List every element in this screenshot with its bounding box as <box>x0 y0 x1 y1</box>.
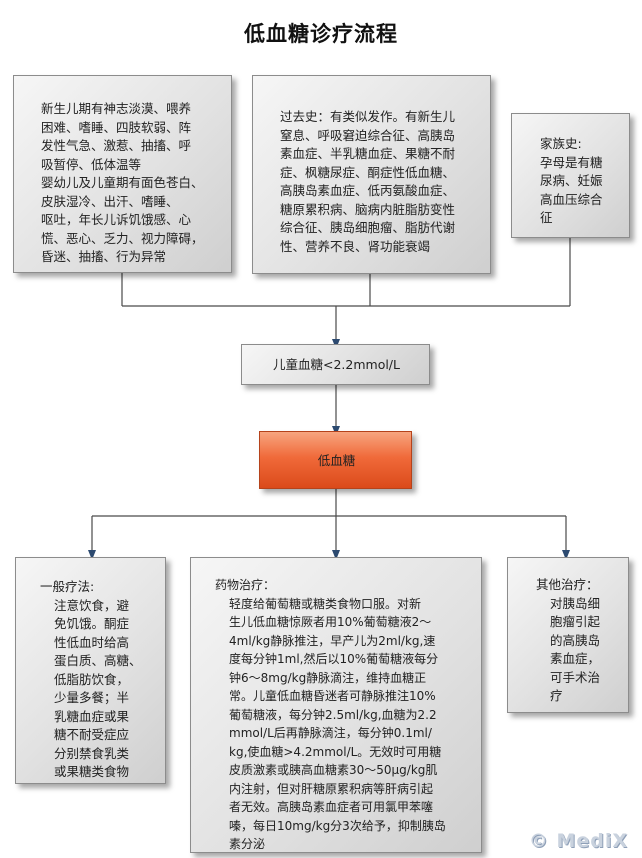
family-line: 孕母是有糖 <box>540 154 603 170</box>
drug-line: kg,使血糖>4.2mmol/L。无效时可用糖 <box>229 744 442 759</box>
family-line: 尿病、妊娠 <box>540 173 603 188</box>
history-box: 过去史：有类似发作。有新生儿 窒息、呼吸窘迫综合征、高胰岛 素血症、半乳糖血症、… <box>252 75 491 274</box>
general-treatment-box: 一般疗法: 注意饮食，避 免饥饿。酮症 性低血时给高 蛋白质、高糖、 低脂肪饮食… <box>15 557 166 784</box>
other-heading: 其他治疗： <box>536 577 599 592</box>
drug-line: 素分泌 <box>229 837 266 851</box>
drug-line: 钟6～8mg/kg静脉滴注，维持血糖正 <box>229 670 427 685</box>
drug-treatment-box: 药物治疗： 轻度给葡萄糖或糖类食物口服。对新 生儿低血糖惊厥者用10%葡萄糖液2… <box>190 557 482 853</box>
family-line: 家族史: <box>540 136 582 151</box>
history-line: 素血症、半乳糖血症、果糖不耐 <box>280 146 456 161</box>
drug-line: 4ml/kg静脉推注，早产儿为2ml/kg,速 <box>229 633 436 648</box>
general-line: 低脂肪饮食， <box>54 671 130 687</box>
symptoms-line: 皮肤湿冷、出汗、嗜睡、 <box>41 193 179 209</box>
symptoms-line: 吸暂停、低体温等 <box>41 156 142 172</box>
symptoms-line: 婴幼儿及儿童期有面色苍白、 <box>41 175 204 190</box>
history-line: 过去史：有类似发作。有新生儿 <box>280 109 456 124</box>
drug-treatment-text: 药物治疗： 轻度给葡萄糖或糖类食物口服。对新 生儿低血糖惊厥者用10%葡萄糖液2… <box>215 576 446 854</box>
page-title: 低血糖诊疗流程 <box>244 22 398 46</box>
drug-heading: 药物治疗： <box>215 578 276 592</box>
other-treatment-text: 其他治疗： 对胰岛细 胞瘤引起 的高胰岛 素血症， 可手术治 疗 <box>536 576 600 706</box>
symptoms-line: 发性气急、激惹、抽搐、呼 <box>41 138 192 153</box>
other-line: 素血症， <box>550 651 601 666</box>
symptoms-line: 昏迷、抽搐、行为异常 <box>41 249 167 264</box>
drug-line: 常。儿童低血糖昏迷者可静脉推注10% <box>229 689 436 703</box>
other-line: 胞瘤引起 <box>550 614 601 629</box>
family-line: 高血压综合 <box>540 191 603 207</box>
history-line: 窒息、呼吸窘迫综合征、高胰岛 <box>280 127 456 143</box>
history-text: 过去史：有类似发作。有新生儿 窒息、呼吸窘迫综合征、高胰岛 素血症、半乳糖血症、… <box>280 108 455 256</box>
other-line: 疗 <box>550 688 563 703</box>
history-line: 性、营养不良、肾功能衰竭 <box>280 238 431 254</box>
general-line: 或果糖类食物 <box>54 764 130 779</box>
criterion-label: 儿童血糖<2.2mmol/L <box>272 357 400 372</box>
history-line: 综合征、胰岛细胞瘤、脂肪代谢 <box>280 220 456 235</box>
symptoms-text: 新生儿期有神志淡漠、喂养 困难、嗜睡、四肢软弱、阵 发性气急、激惹、抽搐、呼 吸… <box>41 100 204 267</box>
other-treatment-box: 其他治疗： 对胰岛细 胞瘤引起 的高胰岛 素血症， 可手术治 疗 <box>507 557 629 713</box>
drug-line: 皮质激素或胰高血糖素30～50μg/kg肌 <box>229 763 438 777</box>
other-line: 对胰岛细 <box>550 595 601 611</box>
general-line: 乳糖血症或果 <box>54 708 130 724</box>
family-history-text: 家族史: 孕母是有糖 尿病、妊娠 高血压综合 征 <box>540 135 603 228</box>
drug-line: 内注射，但对肝糖原累积病等肝病引起 <box>229 781 434 796</box>
history-line: 症、枫糖尿症、酮症性低血糖、 <box>280 164 456 180</box>
symptoms-line: 呕吐，年长儿诉饥饿感、心 <box>41 212 192 227</box>
other-line: 的高胰岛 <box>550 632 601 648</box>
history-line: 糖原累积病、脑病内脏脂肪变性 <box>280 201 456 217</box>
drug-line: 嗪，每日10mg/kg分3次给予，抑制胰岛 <box>229 818 446 833</box>
watermark-logo: © MediX <box>528 830 628 852</box>
diagnosis-label: 低血糖 <box>317 453 356 468</box>
history-line: 高胰岛素血症、低丙氨酸血症、 <box>280 183 456 198</box>
general-line: 分别禁食乳类 <box>54 745 130 761</box>
general-line: 蛋白质、高糖、 <box>54 653 142 668</box>
general-heading: 一般疗法: <box>40 579 95 594</box>
drug-line: 者无效。高胰岛素血症者可用氯甲苯噻 <box>229 800 434 814</box>
symptoms-line: 新生儿期有神志淡漠、喂养 <box>41 101 192 116</box>
general-line: 少量多餐；半 <box>54 690 130 705</box>
general-line: 性低血时给高 <box>54 634 130 650</box>
general-line: 糖不耐受症应 <box>54 727 130 742</box>
general-line: 注意饮食，避 <box>54 597 130 613</box>
drug-line: 度每分钟1ml,然后以10%葡萄糖液每分 <box>229 652 439 666</box>
drug-line: 葡萄糖液，每分钟2.5ml/kg,血糖为2.2 <box>229 707 437 722</box>
drug-line: 生儿低血糖惊厥者用10%葡萄糖液2～ <box>229 615 432 629</box>
family-history-box: 家族史: 孕母是有糖 尿病、妊娠 高血压综合 征 <box>511 113 630 238</box>
diagnosis-box: 低血糖 <box>259 431 412 489</box>
other-line: 可手术治 <box>550 669 601 685</box>
criterion-box: 儿童血糖<2.2mmol/L <box>241 344 430 385</box>
general-line: 免饥饿。酮症 <box>54 616 130 631</box>
drug-line: 轻度给葡萄糖或糖类食物口服。对新 <box>229 596 422 611</box>
symptoms-line: 慌、恶心、乏力、视力障碍， <box>41 230 204 246</box>
general-treatment-text: 一般疗法: 注意饮食，避 免饥饿。酮症 性低血时给高 蛋白质、高糖、 低脂肪饮食… <box>40 578 142 782</box>
drug-line: mmol/L后再静脉滴注，每分钟0.1ml/ <box>229 726 432 740</box>
symptoms-line: 困难、嗜睡、四肢软弱、阵 <box>41 119 192 135</box>
family-line: 征 <box>540 210 553 225</box>
symptoms-box: 新生儿期有神志淡漠、喂养 困难、嗜睡、四肢软弱、阵 发性气急、激惹、抽搐、呼 吸… <box>13 75 232 273</box>
